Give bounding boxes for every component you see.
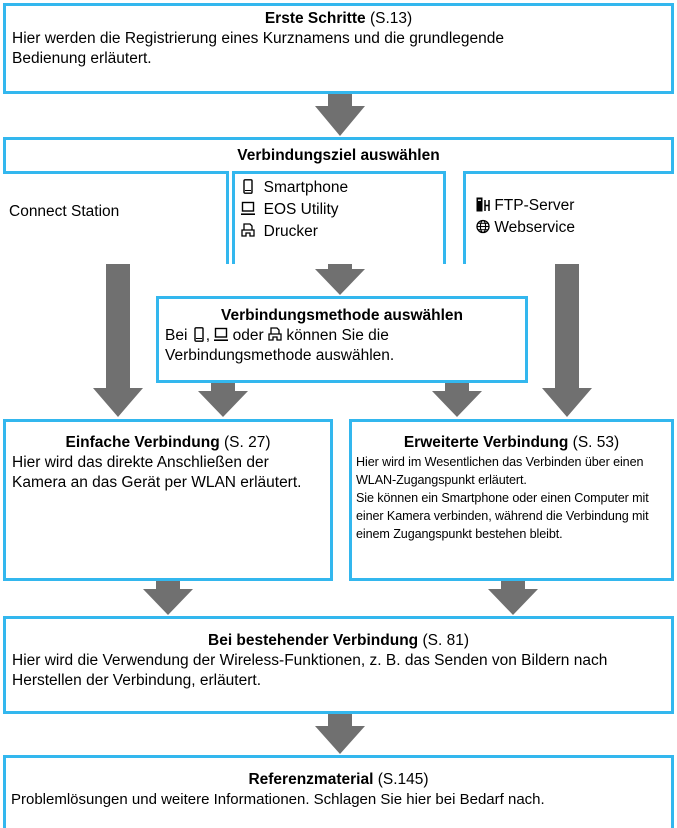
printer-icon bbox=[268, 327, 282, 342]
devices-box: Smartphone EOS Utility Drucker bbox=[232, 171, 446, 264]
referenzmaterial-text: Problemlösungen und weitere Informatione… bbox=[11, 791, 545, 808]
webservice-row: Webservice bbox=[476, 218, 668, 238]
erste-schritte-page: (S.13) bbox=[369, 10, 413, 27]
eos-utility-label: EOS Utility bbox=[263, 201, 339, 218]
computer-icon bbox=[214, 327, 229, 342]
erste-schritte-title: Erste Schritte bbox=[264, 10, 366, 27]
printer-icon bbox=[241, 223, 255, 238]
erweiterte-verbindung-text2: Sie können ein Smartphone oder einen Com… bbox=[356, 491, 649, 541]
arrow-down bbox=[432, 383, 482, 417]
erste-schritte-box: Erste Schritte (S.13) Hier werden die Re… bbox=[3, 3, 674, 94]
drucker-row: Drucker bbox=[241, 222, 437, 242]
arrow-down bbox=[488, 581, 538, 615]
methode-text-prefix: Bei bbox=[165, 327, 188, 344]
arrow-down bbox=[93, 264, 143, 417]
connect-station-box: Connect Station bbox=[3, 171, 229, 264]
referenzmaterial-heading: Referenzmaterial (S.145) bbox=[11, 770, 666, 790]
connect-station-label: Connect Station bbox=[9, 203, 120, 220]
arrow-down bbox=[198, 383, 248, 417]
smartphone-icon bbox=[241, 179, 255, 194]
verbindungsmethode-box: Verbindungsmethode auswählen Bei , oder … bbox=[156, 296, 528, 383]
globe-icon bbox=[476, 219, 490, 234]
einfache-verbindung-page: (S. 27) bbox=[223, 434, 271, 451]
smartphone-icon bbox=[192, 327, 206, 342]
smartphone-label: Smartphone bbox=[263, 179, 349, 196]
eos-utility-row: EOS Utility bbox=[241, 200, 437, 220]
erste-schritte-heading: Erste Schritte (S.13) bbox=[12, 9, 665, 29]
einfache-verbindung-text: Hier wird das direkte Anschließen der Ka… bbox=[12, 454, 302, 491]
referenzmaterial-box: Referenzmaterial (S.145) Problemlösungen… bbox=[3, 755, 674, 828]
bestehende-verbindung-heading: Bei bestehender Verbindung (S. 81) bbox=[12, 631, 665, 651]
arrow-down bbox=[143, 581, 193, 615]
erweiterte-verbindung-heading: Erweiterte Verbindung (S. 53) bbox=[356, 433, 667, 453]
verbindungsmethode-title: Verbindungsmethode auswählen bbox=[220, 307, 463, 324]
bestehende-verbindung-title: Bei bestehender Verbindung bbox=[208, 632, 419, 649]
arrow-down bbox=[542, 264, 592, 417]
computer-icon bbox=[241, 201, 255, 216]
methode-text-sep1: , bbox=[205, 327, 211, 344]
referenzmaterial-title: Referenzmaterial bbox=[248, 771, 374, 788]
ftp-label: FTP-Server bbox=[494, 197, 575, 214]
verbindungsmethode-text: Bei , oder können Sie die bbox=[165, 326, 519, 346]
verbindungsziel-title: Verbindungsziel auswählen bbox=[237, 147, 440, 164]
einfache-verbindung-box: Einfache Verbindung (S. 27) Hier wird da… bbox=[3, 419, 333, 581]
referenzmaterial-page: (S.145) bbox=[377, 771, 429, 788]
erweiterte-verbindung-box: Erweiterte Verbindung (S. 53) Hier wird … bbox=[349, 419, 674, 581]
drucker-label: Drucker bbox=[263, 223, 318, 240]
bestehende-verbindung-page: (S. 81) bbox=[422, 632, 469, 649]
erweiterte-verbindung-text1: Hier wird im Wesentlichen das Verbinden … bbox=[356, 455, 644, 487]
verbindungsmethode-text-line2: Verbindungsmethode auswählen. bbox=[165, 347, 395, 364]
methode-text-sep2: oder bbox=[232, 327, 264, 344]
arrow-down bbox=[315, 264, 365, 295]
ftp-row: FTP-Server bbox=[476, 196, 668, 216]
ftp-web-box: FTP-Server Webservice bbox=[463, 171, 674, 264]
erste-schritte-text: Hier werden die Registrierung eines Kurz… bbox=[12, 30, 504, 67]
einfache-verbindung-title: Einfache Verbindung bbox=[65, 434, 220, 451]
arrow-down bbox=[315, 94, 365, 136]
smartphone-row: Smartphone bbox=[241, 178, 437, 198]
bestehende-verbindung-box: Bei bestehender Verbindung (S. 81) Hier … bbox=[3, 616, 674, 714]
webservice-label: Webservice bbox=[494, 219, 575, 236]
erweiterte-verbindung-page: (S. 53) bbox=[572, 434, 620, 451]
ftp-server-icon bbox=[476, 197, 490, 212]
methode-text-suffix: können Sie die bbox=[286, 327, 389, 344]
erweiterte-verbindung-title: Erweiterte Verbindung bbox=[403, 434, 569, 451]
bestehende-verbindung-text: Hier wird die Verwendung der Wireless-Fu… bbox=[12, 652, 608, 689]
einfache-verbindung-heading: Einfache Verbindung (S. 27) bbox=[12, 433, 324, 453]
arrow-down bbox=[315, 714, 365, 754]
